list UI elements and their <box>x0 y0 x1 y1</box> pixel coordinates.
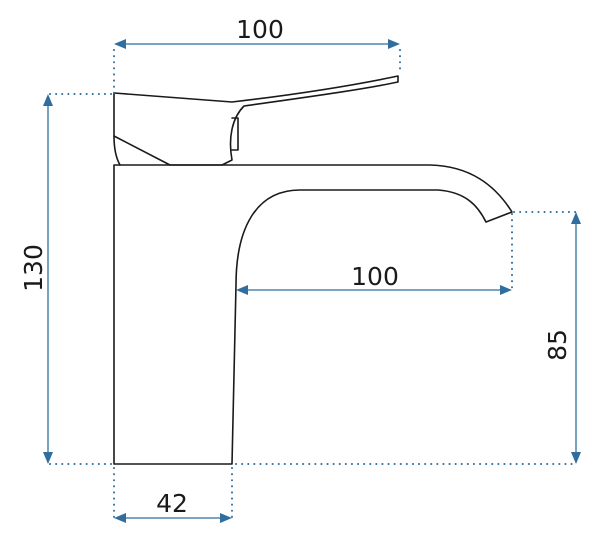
dimension-spout-reach: 100 <box>236 262 512 295</box>
faucet-handle <box>113 75 399 166</box>
arrow-right-icon <box>500 285 512 295</box>
extension-lines <box>49 49 577 521</box>
dimension-base-width-label: 42 <box>156 489 188 518</box>
dimension-spout-height: 85 <box>543 212 581 464</box>
faucet-handle-pivot <box>231 117 239 151</box>
arrow-left-icon <box>236 285 248 295</box>
faucet-outline <box>113 75 513 465</box>
dimension-top-width: 100 <box>114 15 400 49</box>
faucet-cartridge <box>113 135 121 166</box>
faucet-body <box>113 164 513 465</box>
dimension-base-width: 42 <box>114 489 232 523</box>
arrow-up-icon <box>571 212 581 224</box>
dimension-spout-height-label: 85 <box>543 329 572 361</box>
dimension-spout-reach-label: 100 <box>351 262 399 291</box>
arrow-down-icon <box>571 452 581 464</box>
dimension-total-height-label: 130 <box>19 244 48 292</box>
arrow-left-icon <box>114 39 126 49</box>
arrow-left-icon <box>114 513 126 523</box>
dimension-top-width-label: 100 <box>236 15 284 44</box>
arrow-up-icon <box>43 94 53 106</box>
arrow-down-icon <box>43 452 53 464</box>
arrow-right-icon <box>220 513 232 523</box>
dimension-total-height: 130 <box>19 94 53 464</box>
arrow-right-icon <box>388 39 400 49</box>
